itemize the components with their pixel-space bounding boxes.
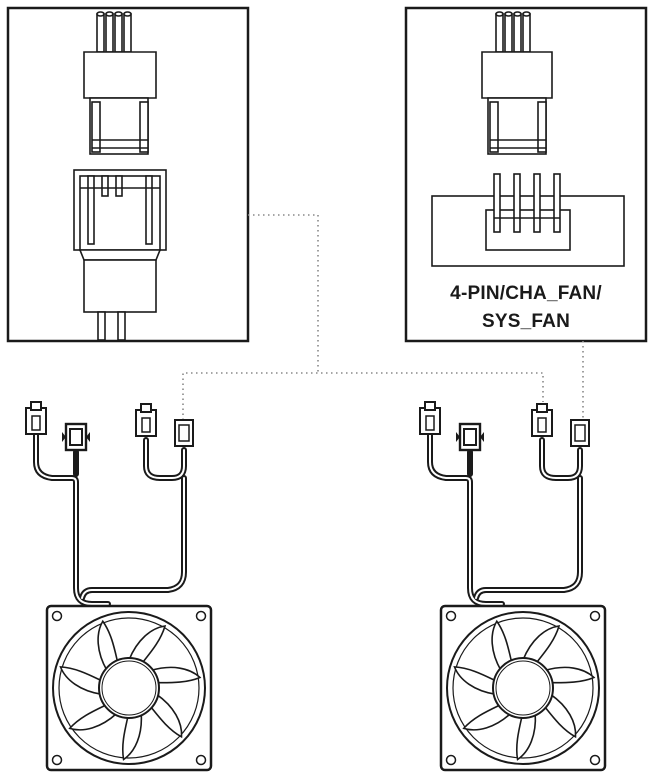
left-fan-assembly [25, 401, 213, 772]
header-label-line2: SYS_FAN [482, 311, 570, 332]
right-molex-connector-2 [531, 403, 553, 437]
left-fan-cables-inner [35, 431, 185, 605]
right-fan-plug-latch [454, 422, 486, 452]
right-fan-cables [427, 429, 583, 607]
left-box-wires-top [96, 11, 132, 53]
right-fan-cables-inner [429, 431, 581, 605]
left-molex-connector-2 [135, 403, 157, 437]
left-fan [45, 604, 213, 772]
right-fan-assembly [419, 401, 607, 772]
connection-dotted-lines [182, 214, 584, 420]
right-detail-box [404, 6, 648, 343]
left-detail-box [6, 6, 250, 343]
left-fan-cables [33, 429, 187, 607]
right-fan-header-plug [570, 419, 590, 447]
right-box-wires-top [495, 11, 531, 53]
left-box-female-plug [83, 51, 157, 155]
left-molex-connector [25, 401, 47, 435]
header-label-line1: 4-PIN/CHA_FAN/ [450, 283, 602, 304]
right-box-female-plug [481, 51, 553, 155]
left-fan-plug-latch [60, 422, 92, 452]
right-molex-connector [419, 401, 441, 435]
left-fan-header-plug [174, 419, 194, 447]
right-box-pcb-header [431, 173, 625, 267]
right-fan [439, 604, 607, 772]
left-box-male-header [73, 169, 167, 341]
